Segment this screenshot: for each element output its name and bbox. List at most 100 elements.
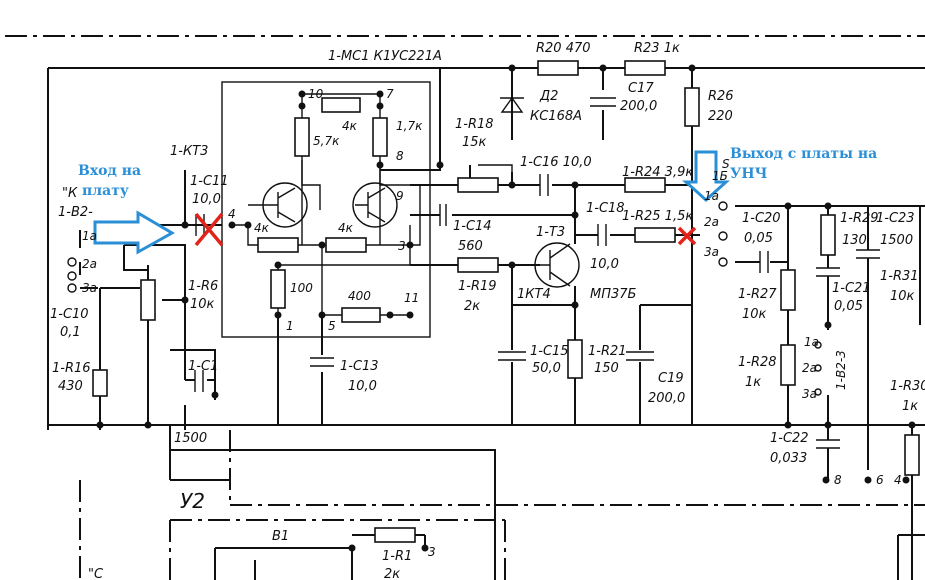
c16-symbol [539, 174, 549, 196]
ic-internals [232, 93, 421, 330]
b1-label: В1 [272, 529, 289, 544]
left-input [67, 170, 496, 580]
r26-name: R26 [708, 89, 734, 104]
d2-symbol [500, 96, 524, 113]
pin-8: 8 [396, 149, 404, 163]
node-8: 8 [834, 473, 842, 487]
c19-name: С19 [658, 371, 684, 386]
sel-b-1a: 1а [82, 229, 97, 243]
output-arrow-icon [682, 150, 730, 203]
pin-5: 5 [328, 319, 336, 333]
r28-value: 1к [745, 375, 761, 390]
c20-name: 1-С20 [742, 211, 781, 226]
t3-transistor [534, 242, 580, 288]
r18-symbol [457, 177, 499, 193]
c13-symbol [310, 357, 334, 367]
t3-type: МП37Б [590, 287, 637, 302]
chip-label: 1-МС1 К1УС221А [328, 49, 442, 64]
left-b2-label: 1-В2- [58, 205, 93, 220]
r21-name: 1-R21 [588, 344, 627, 359]
r6-value: 10к [190, 297, 215, 312]
r18-name: 1-R18 [455, 117, 494, 132]
pin-11: 11 [404, 291, 419, 305]
d2-c17-wires [511, 68, 604, 140]
chip-r-5-7k: 5,7к [313, 134, 340, 148]
ic-box [221, 81, 431, 338]
chip-r-4k-bottom-left: 4к [254, 221, 270, 235]
left-b1-label: "С [88, 567, 104, 580]
bot-2a: 2а [802, 361, 817, 375]
c20-value: 0,05 [744, 231, 773, 246]
c17-value: 200,0 [620, 99, 657, 114]
c1-value: 1500 [174, 431, 207, 446]
r19-name: 1-R19 [458, 279, 497, 294]
c15-symbol [498, 351, 526, 361]
right-s-label: S [722, 157, 730, 171]
r25-label: 1-R25 1,5к [622, 209, 693, 224]
c23-name: 1-С23 [876, 211, 915, 226]
r23-symbol [624, 60, 666, 76]
ic-nodes [228, 90, 444, 319]
t3-name: 1-Т3 [536, 225, 565, 240]
node-4: 4 [894, 473, 902, 487]
c18-name: 1-С18 [586, 201, 625, 216]
c19-symbol [626, 351, 654, 361]
r24-symbol [624, 177, 666, 193]
r19-symbol [457, 257, 499, 273]
c21-name: 1-С21 [832, 281, 871, 296]
sel-b-3a: 3а [82, 281, 97, 295]
pin-r1-3: 3 [428, 545, 436, 559]
output-cut-mark-icon [677, 226, 697, 246]
d2-name: Д2 [539, 89, 558, 104]
input-annotation-line1: Вход на [78, 163, 141, 179]
pin-10: 10 [308, 87, 324, 101]
chip-r-100: 100 [290, 281, 313, 295]
c11-value: 10,0 [192, 192, 221, 207]
sel-b-2a: 2а [82, 257, 97, 271]
left-k-label: "К [62, 186, 78, 201]
r31-value: 10к [890, 289, 915, 304]
c1-name: 1-С1 [188, 359, 218, 374]
c13-value: 10,0 [348, 379, 377, 394]
chip-r-4k-bottom-right: 4к [338, 221, 354, 235]
pin-4: 4 [228, 207, 236, 221]
bot-1a: 1а [804, 335, 819, 349]
input-arrow-icon [93, 210, 176, 255]
r24-label: 1-R24 3,9к [622, 165, 693, 180]
c16-label: 1-С16 10,0 [520, 155, 592, 170]
y2-label: У2 [180, 489, 205, 513]
r1-value: 2к [384, 567, 400, 580]
kt3-label: 1-КТ3 [170, 144, 208, 159]
r1-name: 1-R1 [382, 549, 412, 564]
ic-pin-8-wire [380, 68, 441, 171]
bot-3a: 3а [802, 387, 817, 401]
c22-name: 1-С22 [770, 431, 809, 446]
d2-type: КС168А [530, 109, 582, 124]
kt4-label: 1КТ4 [517, 287, 551, 302]
r26-symbol [684, 87, 700, 127]
input-annotation-line2: плату [82, 183, 129, 199]
sel-c-3a: 3а [704, 245, 719, 259]
r27-name: 1-R27 [738, 287, 777, 302]
chip-r-400: 400 [348, 289, 371, 303]
r6-name: 1-R6 [188, 279, 218, 294]
c13-name: 1-С13 [340, 359, 379, 374]
right-b-label: 1Б [712, 169, 728, 183]
r16-value: 430 [58, 379, 83, 394]
r23-label: R23 1к [634, 41, 680, 56]
r25-symbol [634, 227, 676, 243]
c18-symbol [597, 224, 607, 246]
emitter-wires [511, 305, 641, 425]
c23-value: 1500 [880, 233, 913, 248]
c17-symbol [590, 97, 616, 107]
c14-symbol [439, 204, 447, 226]
r18-wiper [478, 164, 513, 172]
r21-symbol [567, 339, 583, 379]
c10-value: 0,1 [60, 325, 81, 340]
right-switch [718, 201, 925, 580]
sel-c-1a: 1а [704, 189, 719, 203]
t3-leads [540, 243, 571, 287]
c15-name: 1-С15 [530, 344, 569, 359]
b2-3-label: 1-В2-3 [834, 350, 848, 390]
